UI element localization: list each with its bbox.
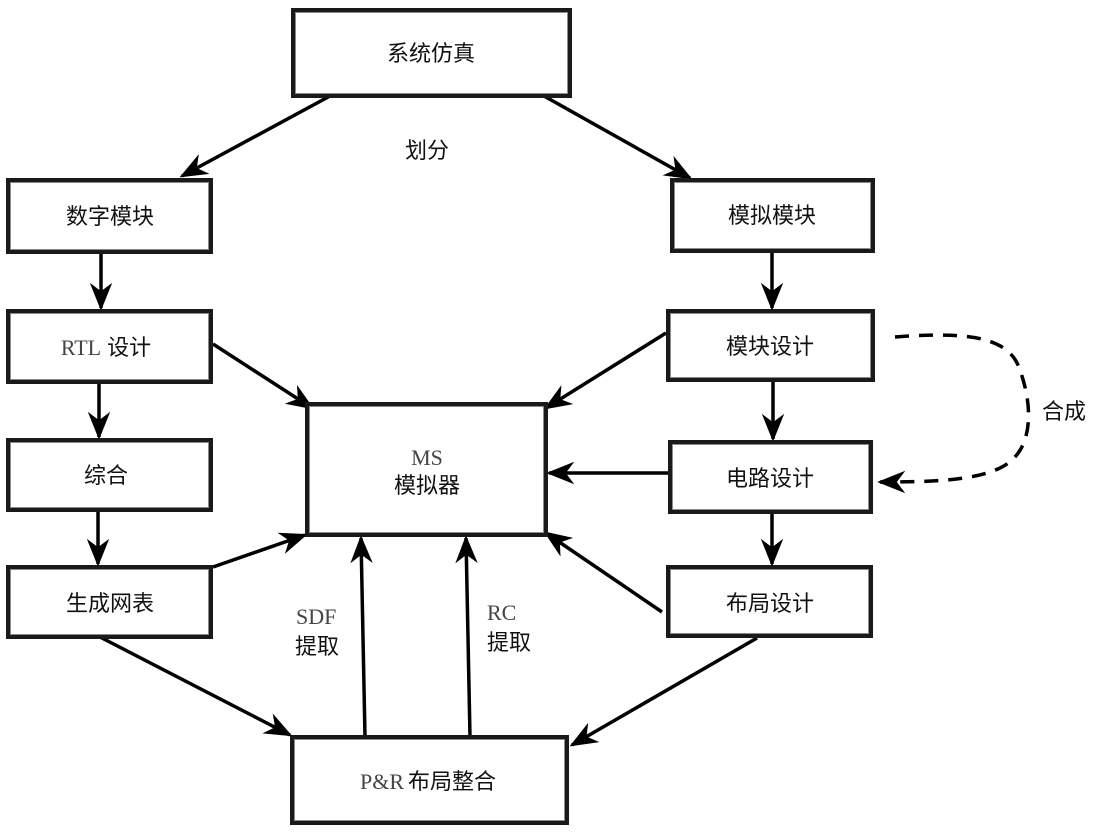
node-digital-module[interactable]: 数字模块 — [6, 178, 213, 254]
edge-label-sdf: 提取 — [295, 635, 339, 660]
node-label-text: 布局整合 — [408, 770, 496, 795]
edge-module-to-circuit-dashed — [877, 333, 1031, 494]
node-circuit-design[interactable]: 电路设计 — [668, 440, 873, 514]
node-analog-module[interactable]: 模拟模块 — [670, 178, 875, 253]
node-layout-design[interactable]: 布局设计 — [666, 565, 873, 638]
node-module-design[interactable]: 模块设计 — [666, 309, 875, 382]
edge-label-synthesize: 合成 — [1042, 400, 1086, 425]
edge-label-sdf-latin: SDF — [296, 604, 336, 629]
edge-layout-to-ms — [543, 531, 663, 614]
node-label: 布局设计 — [726, 592, 814, 617]
node-label: 模拟模块 — [728, 204, 816, 229]
edge-label-partition: 划分 — [405, 139, 449, 164]
node-system-sim[interactable]: 系统仿真 — [291, 8, 572, 98]
edge-netlist-to-ms — [212, 532, 308, 569]
edge-pr-to-ms-rc — [455, 535, 478, 738]
edge-layout-to-pr — [569, 636, 758, 747]
node-label: 电路设计 — [726, 467, 814, 492]
node-netlist[interactable]: 生成网表 — [6, 565, 213, 639]
node-label: 模拟器 — [394, 474, 460, 499]
edge-pr-to-ms-sdf — [350, 535, 373, 738]
node-label-latin: MS — [411, 445, 443, 470]
edges — [86, 94, 1031, 747]
edge-system-to-digital — [179, 94, 331, 178]
node-label: 模块设计 — [726, 335, 814, 360]
node-ms-simulator[interactable]: MS 模拟器 — [305, 402, 548, 537]
node-label-latin: RTL — [61, 335, 101, 360]
node-label: 数字模块 — [66, 205, 154, 230]
node-label-text: 设计 — [107, 336, 151, 361]
edge-system-to-analog — [543, 94, 693, 180]
node-label: 系统仿真 — [387, 42, 475, 67]
node-label: 生成网表 — [66, 592, 154, 617]
edge-rtl-to-ms — [212, 342, 315, 410]
edge-netlist-to-pr — [99, 635, 293, 737]
edge-label-rc: 提取 — [487, 631, 531, 656]
node-label: 综合 — [84, 464, 128, 489]
node-label-latin: P&R — [360, 769, 404, 794]
edge-label-rc-latin: RC — [487, 600, 516, 625]
node-synthesis[interactable]: 综合 — [6, 438, 213, 512]
edge-module-to-ms — [543, 331, 667, 410]
